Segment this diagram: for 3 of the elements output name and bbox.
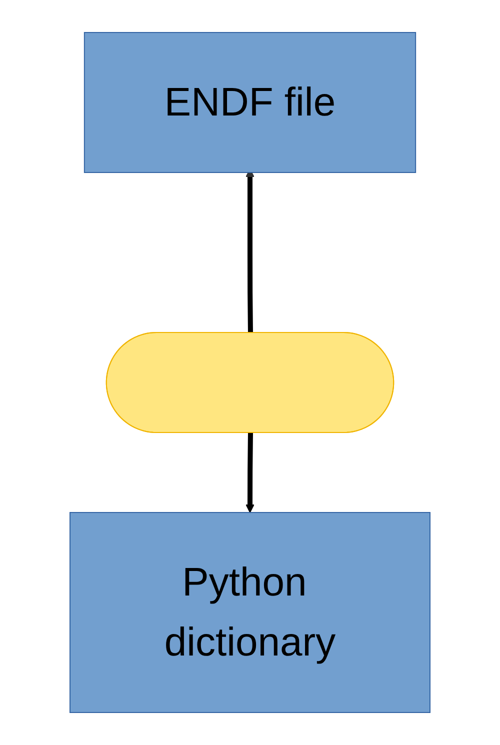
node-box: ENDF file — [84, 32, 416, 173]
arrow — [246, 432, 254, 513]
node-box: Python dictionary — [70, 512, 430, 713]
